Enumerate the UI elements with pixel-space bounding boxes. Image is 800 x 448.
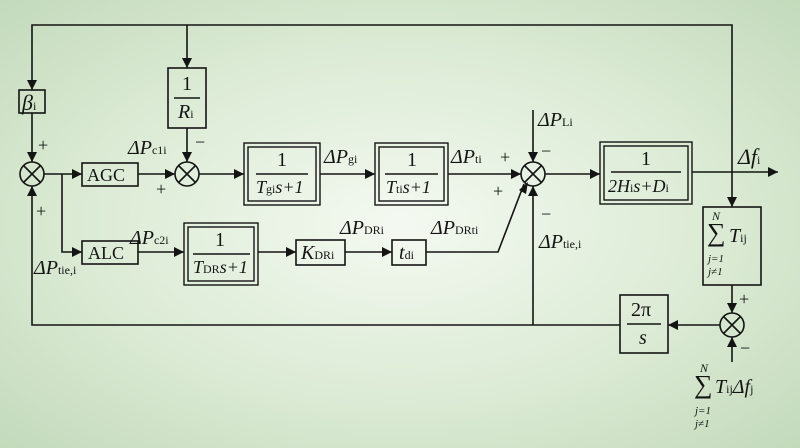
tiesum-top: N	[712, 209, 721, 223]
block-dr-inner	[187, 226, 255, 282]
block-dr-outer	[183, 222, 259, 286]
sign-sum2-left: +	[156, 179, 167, 199]
signal-dpt: ΔPti	[451, 146, 482, 168]
arrow-into-sum4-top	[727, 303, 737, 313]
signal-dptie-right: ΔPtie,i	[539, 231, 582, 253]
ext-term: TijΔfj	[715, 376, 754, 398]
tiesum-t: Tij	[729, 225, 747, 247]
ext-j1: j=1	[695, 405, 711, 417]
arrow-output-df	[768, 167, 778, 177]
block-tiesum	[702, 206, 762, 286]
kdr-label: KDRi	[301, 242, 335, 264]
signal-dpdrt: ΔPDRti	[431, 217, 479, 239]
governor-num: 1	[277, 149, 287, 171]
block-inv-r	[167, 67, 207, 129]
signal-dpg: ΔPgi	[324, 146, 358, 168]
td-label: tdi	[399, 242, 414, 264]
arrow-into-sum3-left	[511, 169, 521, 179]
sign-sum2-top: −	[195, 132, 206, 152]
arrow-into-kdr	[286, 247, 296, 257]
signal-dpc1: ΔPc1i	[128, 137, 167, 159]
wire-split-alc	[61, 174, 82, 253]
arrow-into-turbine	[365, 169, 375, 179]
sign-sum3-top: −	[541, 141, 552, 161]
arrow-into-sum3-bottom	[528, 186, 538, 196]
wire-top-feedback	[31, 24, 733, 172]
block-grid-inner	[603, 145, 689, 201]
signal-dptie-left: ΔPtie,i	[34, 257, 77, 279]
beta-label: βi	[22, 90, 37, 115]
block-agc	[81, 162, 139, 187]
ext-top: N	[700, 361, 709, 375]
block-turbine-outer	[374, 142, 449, 206]
grid-num: 1	[641, 148, 651, 170]
wire-int-tie	[31, 186, 620, 326]
sign-sum3-left-top: +	[500, 147, 511, 167]
block-beta	[18, 89, 46, 114]
block-kdr	[295, 239, 346, 266]
block-governor-outer	[243, 142, 321, 206]
tiesum-j1: j=1	[708, 253, 724, 265]
block-td	[391, 239, 427, 266]
dr-den: TDRs+1	[193, 257, 248, 277]
arrow-into-grid	[590, 169, 600, 179]
block-governor-inner	[247, 146, 317, 202]
arrow-into-sum2-top	[182, 152, 192, 162]
ext-sigma: ∑	[694, 370, 713, 399]
arrow-into-td	[382, 247, 392, 257]
signal-dpdr: ΔPDRi	[340, 217, 384, 239]
sign-sum4-top: +	[739, 289, 750, 309]
arrow-into-agc	[72, 169, 82, 179]
arrow-into-sum3-diag	[519, 182, 528, 194]
sum-junction-2	[174, 161, 200, 187]
grid-den: 2His+Di	[608, 176, 669, 196]
arrow-to-inv-r	[182, 58, 192, 68]
arrow-into-sum3-top	[528, 152, 538, 162]
alc-label: ALC	[88, 243, 124, 263]
block-alc	[81, 240, 139, 265]
sign-sum3-bottom: −	[541, 204, 552, 224]
arrow-into-sum2-left	[165, 169, 175, 179]
agc-label: AGC	[87, 165, 126, 185]
inv-r-den: Ri	[178, 101, 194, 123]
wire-td-sum3	[426, 183, 525, 253]
sign-sum4-bottom: −	[740, 338, 751, 358]
integrator-den: s	[639, 327, 647, 349]
signal-dpl: ΔPLi	[538, 109, 573, 131]
inv-r-num: 1	[182, 73, 192, 95]
arrow-into-tiesum	[727, 197, 737, 207]
sign-sum1-bottom: +	[36, 201, 47, 221]
block-integrator	[619, 294, 669, 354]
arrow-into-integrator	[668, 320, 678, 330]
integrator-num: 2π	[631, 299, 652, 321]
sum-junction-3	[520, 161, 546, 187]
arrow-into-alc	[72, 247, 82, 257]
tiesum-j2: j≠1	[708, 266, 723, 278]
arrow-into-sum1-top	[27, 152, 37, 162]
arrow-into-sum1-bottom	[27, 186, 37, 196]
dr-num: 1	[215, 229, 225, 251]
block-grid-outer	[599, 141, 693, 205]
arrow-into-dr	[174, 247, 184, 257]
sign-sum3-left-bottom: +	[493, 181, 504, 201]
arrow-into-governor	[234, 169, 244, 179]
arrow-to-beta	[27, 80, 37, 90]
sum-junction-4	[719, 312, 745, 338]
signal-dpc2: ΔPc2i	[130, 227, 169, 249]
sum-junction-1	[19, 161, 45, 187]
tiesum-sigma: ∑	[707, 218, 726, 247]
signal-dfi: Δfi	[738, 144, 761, 169]
sign-sum1-top: +	[38, 135, 49, 155]
ext-j2: j≠1	[695, 418, 710, 430]
turbine-num: 1	[407, 149, 417, 171]
block-turbine-inner	[378, 146, 445, 202]
turbine-den: Ttis+1	[386, 177, 431, 197]
governor-den: Tgis+1	[256, 177, 304, 197]
arrow-into-sum4-bottom	[727, 337, 737, 347]
